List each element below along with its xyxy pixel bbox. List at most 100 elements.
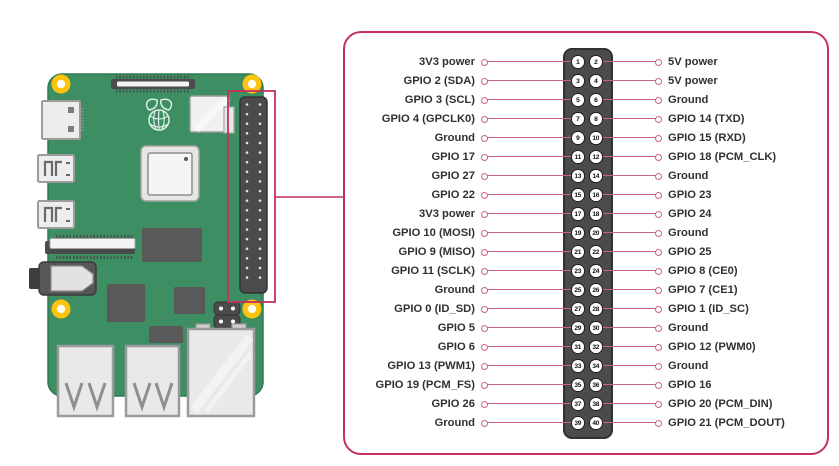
left-connector-line <box>487 365 579 367</box>
pin-row: GPIO 19 (PCM_FS) 35 36 GPIO 16 <box>345 376 827 395</box>
pin-label-right: Ground <box>668 321 709 334</box>
memory-chip <box>142 228 202 262</box>
pin-number-odd: 27 <box>571 302 585 316</box>
right-connector-dot <box>655 286 662 294</box>
pin-number-odd: 13 <box>571 169 585 183</box>
pin-number-odd: 29 <box>571 321 585 335</box>
pin-number-even: 22 <box>589 245 603 259</box>
pin-row: GPIO 27 13 14 Ground <box>345 167 827 186</box>
right-connector-dot <box>655 267 662 275</box>
pin-row: GPIO 5 29 30 Ground <box>345 319 827 338</box>
pin-number-odd: 15 <box>571 188 585 202</box>
pin-number-even: 8 <box>589 112 603 126</box>
right-connector-line <box>597 289 657 291</box>
pin-number-even: 2 <box>589 55 603 69</box>
pin-label-right: GPIO 15 (RXD) <box>668 131 746 144</box>
pin-number-odd: 37 <box>571 397 585 411</box>
right-connector-dot <box>655 191 662 199</box>
right-connector-line <box>597 384 657 386</box>
audio-jack <box>29 261 97 296</box>
left-connector-line <box>487 308 579 310</box>
left-connector-line <box>487 213 579 215</box>
pin-row: 3V3 power 1 2 5V power <box>345 53 827 72</box>
right-connector-line <box>597 213 657 215</box>
pin-label-right: GPIO 8 (CE0) <box>668 264 738 277</box>
pin-row: GPIO 6 31 32 GPIO 12 (PWM0) <box>345 338 827 357</box>
pin-label-right: 5V power <box>668 55 718 68</box>
right-connector-dot <box>655 248 662 256</box>
raspberry-logo-icon <box>145 98 173 131</box>
pin-label-left: GPIO 11 (SCLK) <box>391 264 475 277</box>
pin-number-odd: 11 <box>571 150 585 164</box>
left-connector-line <box>487 80 579 82</box>
right-connector-line <box>597 194 657 196</box>
right-connector-dot <box>655 77 662 85</box>
pin-label-left: GPIO 0 (ID_SD) <box>394 302 475 315</box>
pin-label-left: GPIO 2 (SDA) <box>403 74 475 87</box>
pin-number-odd: 9 <box>571 131 585 145</box>
right-connector-line <box>597 175 657 177</box>
right-connector-line <box>597 422 657 424</box>
raspberry-pi-board-illustration <box>29 73 346 418</box>
pin-number-odd: 25 <box>571 283 585 297</box>
pin-label-left: GPIO 22 <box>431 188 475 201</box>
pin-number-even: 14 <box>589 169 603 183</box>
right-connector-dot <box>655 134 662 142</box>
pin-row: Ground 9 10 GPIO 15 (RXD) <box>345 129 827 148</box>
right-connector-line <box>597 232 657 234</box>
pin-label-right: Ground <box>668 93 709 106</box>
pin-number-even: 12 <box>589 150 603 164</box>
pin-label-left: GPIO 13 (PWM1) <box>387 359 475 372</box>
pin-number-odd: 21 <box>571 245 585 259</box>
micro-hdmi-port-0 <box>37 154 75 183</box>
right-connector-dot <box>655 362 662 370</box>
pin-number-even: 32 <box>589 340 603 354</box>
pin-label-left: Ground <box>434 131 475 144</box>
pin-row: GPIO 3 (SCL) 5 6 Ground <box>345 91 827 110</box>
right-connector-line <box>597 118 657 120</box>
right-connector-line <box>597 99 657 101</box>
pin-number-even: 30 <box>589 321 603 335</box>
pin-number-even: 28 <box>589 302 603 316</box>
pin-label-left: GPIO 26 <box>431 397 475 410</box>
left-connector-line <box>487 194 579 196</box>
pin-label-left: GPIO 6 <box>437 340 475 353</box>
right-connector-line <box>597 251 657 253</box>
pin-row: GPIO 2 (SDA) 3 4 5V power <box>345 72 827 91</box>
right-connector-line <box>597 327 657 329</box>
pin-label-right: GPIO 20 (PCM_DIN) <box>668 397 773 410</box>
left-connector-line <box>487 99 579 101</box>
soc-chip <box>140 145 200 202</box>
ethernet-controller-chip <box>174 287 205 314</box>
right-connector-line <box>597 80 657 82</box>
camera-connector <box>111 75 195 93</box>
pin-row: GPIO 17 11 12 GPIO 18 (PCM_CLK) <box>345 148 827 167</box>
wifi-chip <box>189 95 230 133</box>
pin-number-odd: 39 <box>571 416 585 430</box>
mounting-hole-icon <box>51 74 262 319</box>
gpio-header-graphic <box>563 48 613 439</box>
right-connector-dot <box>655 400 662 408</box>
micro-hdmi-port-1 <box>37 200 75 229</box>
left-connector-line <box>487 289 579 291</box>
pin-number-even: 20 <box>589 226 603 240</box>
pin-row: GPIO 11 (SCLK) 23 24 GPIO 8 (CE0) <box>345 262 827 281</box>
pin-number-even: 16 <box>589 188 603 202</box>
right-connector-dot <box>655 96 662 104</box>
pin-number-even: 34 <box>589 359 603 373</box>
pin-number-odd: 31 <box>571 340 585 354</box>
pin-number-even: 40 <box>589 416 603 430</box>
right-connector-line <box>597 61 657 63</box>
status-led-block <box>223 106 235 134</box>
pin-row: GPIO 26 37 38 GPIO 20 (PCM_DIN) <box>345 395 827 414</box>
right-connector-dot <box>655 153 662 161</box>
pin-row: Ground 39 40 GPIO 21 (PCM_DOUT) <box>345 414 827 433</box>
right-connector-dot <box>655 172 662 180</box>
pin-label-left: GPIO 17 <box>431 150 475 163</box>
right-connector-line <box>597 365 657 367</box>
pin-number-odd: 1 <box>571 55 585 69</box>
left-connector-line <box>487 327 579 329</box>
pin-row: GPIO 13 (PWM1) 33 34 Ground <box>345 357 827 376</box>
right-connector-dot <box>655 210 662 218</box>
